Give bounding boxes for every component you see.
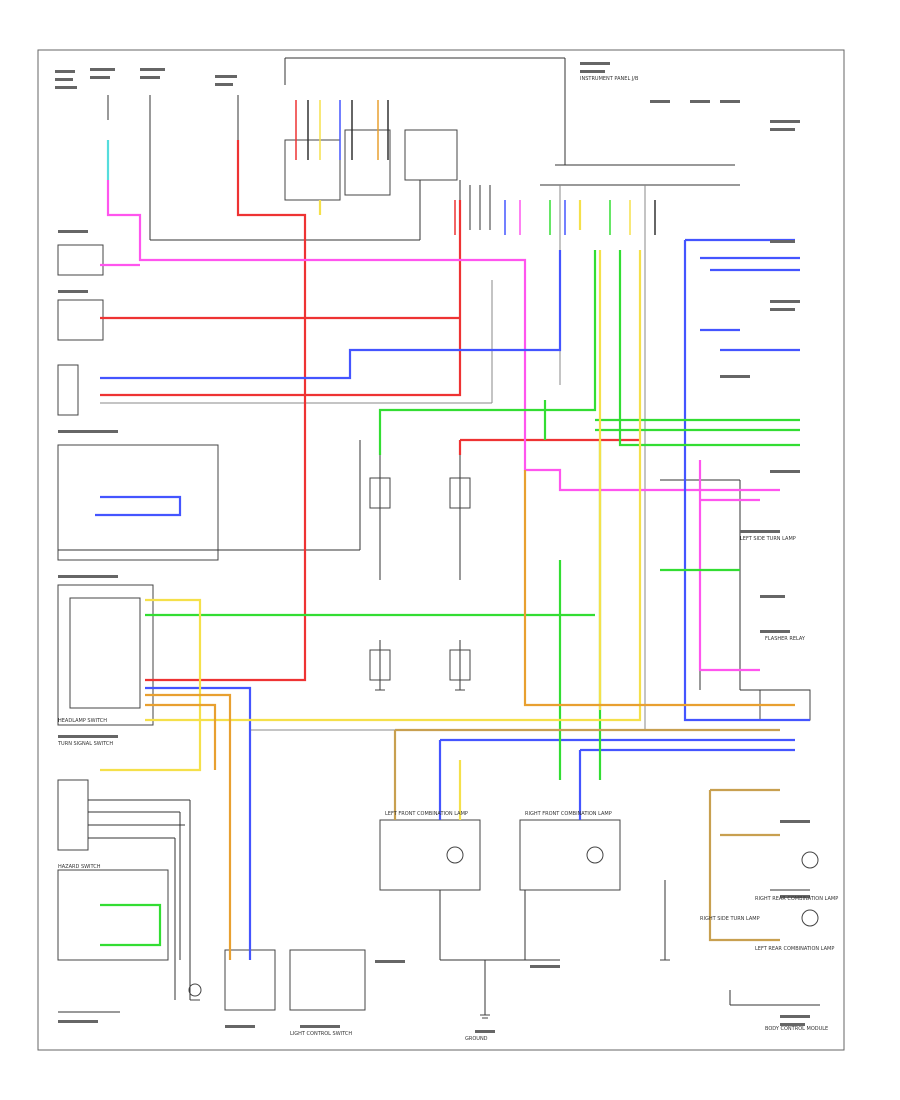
left-side-turn-label: LEFT SIDE TURN LAMP — [740, 536, 796, 542]
ground-symbols — [190, 689, 670, 1019]
diagram-frame — [37, 49, 845, 1051]
left-rear-lamp-label: LEFT REAR COMBINATION LAMP — [755, 946, 834, 952]
body-control-module-label: BODY CONTROL MODULE — [765, 1026, 828, 1032]
tan-wires — [393, 728, 780, 942]
orange-wires — [145, 470, 795, 960]
lamp-symbols — [188, 477, 819, 997]
left-front-lamp-label: LEFT FRONT COMBINATION LAMP — [385, 811, 468, 817]
blue-wires — [95, 238, 810, 960]
top-connector-pins — [295, 100, 656, 235]
headlamp-switch-label: HEADLAMP SWITCH — [58, 718, 107, 724]
instrument-panel-label: INSTRUMENT PANEL J/B — [580, 76, 639, 82]
turn-signal-switch-label: TURN SIGNAL SWITCH — [57, 741, 113, 747]
right-rear-lamp-label: RIGHT REAR COMBINATION LAMP — [755, 896, 838, 902]
light-control-switch-label: LIGHT CONTROL SWITCH — [290, 1031, 352, 1037]
yellow-wires — [100, 200, 642, 820]
right-front-lamp-label: RIGHT FRONT COMBINATION LAMP — [525, 811, 612, 817]
hazard-switch-label: HAZARD SWITCH — [58, 864, 101, 870]
black-wires — [57, 57, 820, 1015]
component-labels: HEADLAMP SWITCH TURN SIGNAL SWITCH LIGHT… — [57, 76, 838, 1042]
pink-wires — [100, 180, 780, 672]
label-glyphs — [55, 62, 810, 1033]
right-side-turn-label: RIGHT SIDE TURN LAMP — [700, 916, 760, 922]
ground-label: GROUND — [465, 1036, 488, 1042]
flasher-label: FLASHER RELAY — [765, 636, 806, 642]
green-wires — [100, 250, 800, 947]
red-wires — [100, 140, 640, 682]
